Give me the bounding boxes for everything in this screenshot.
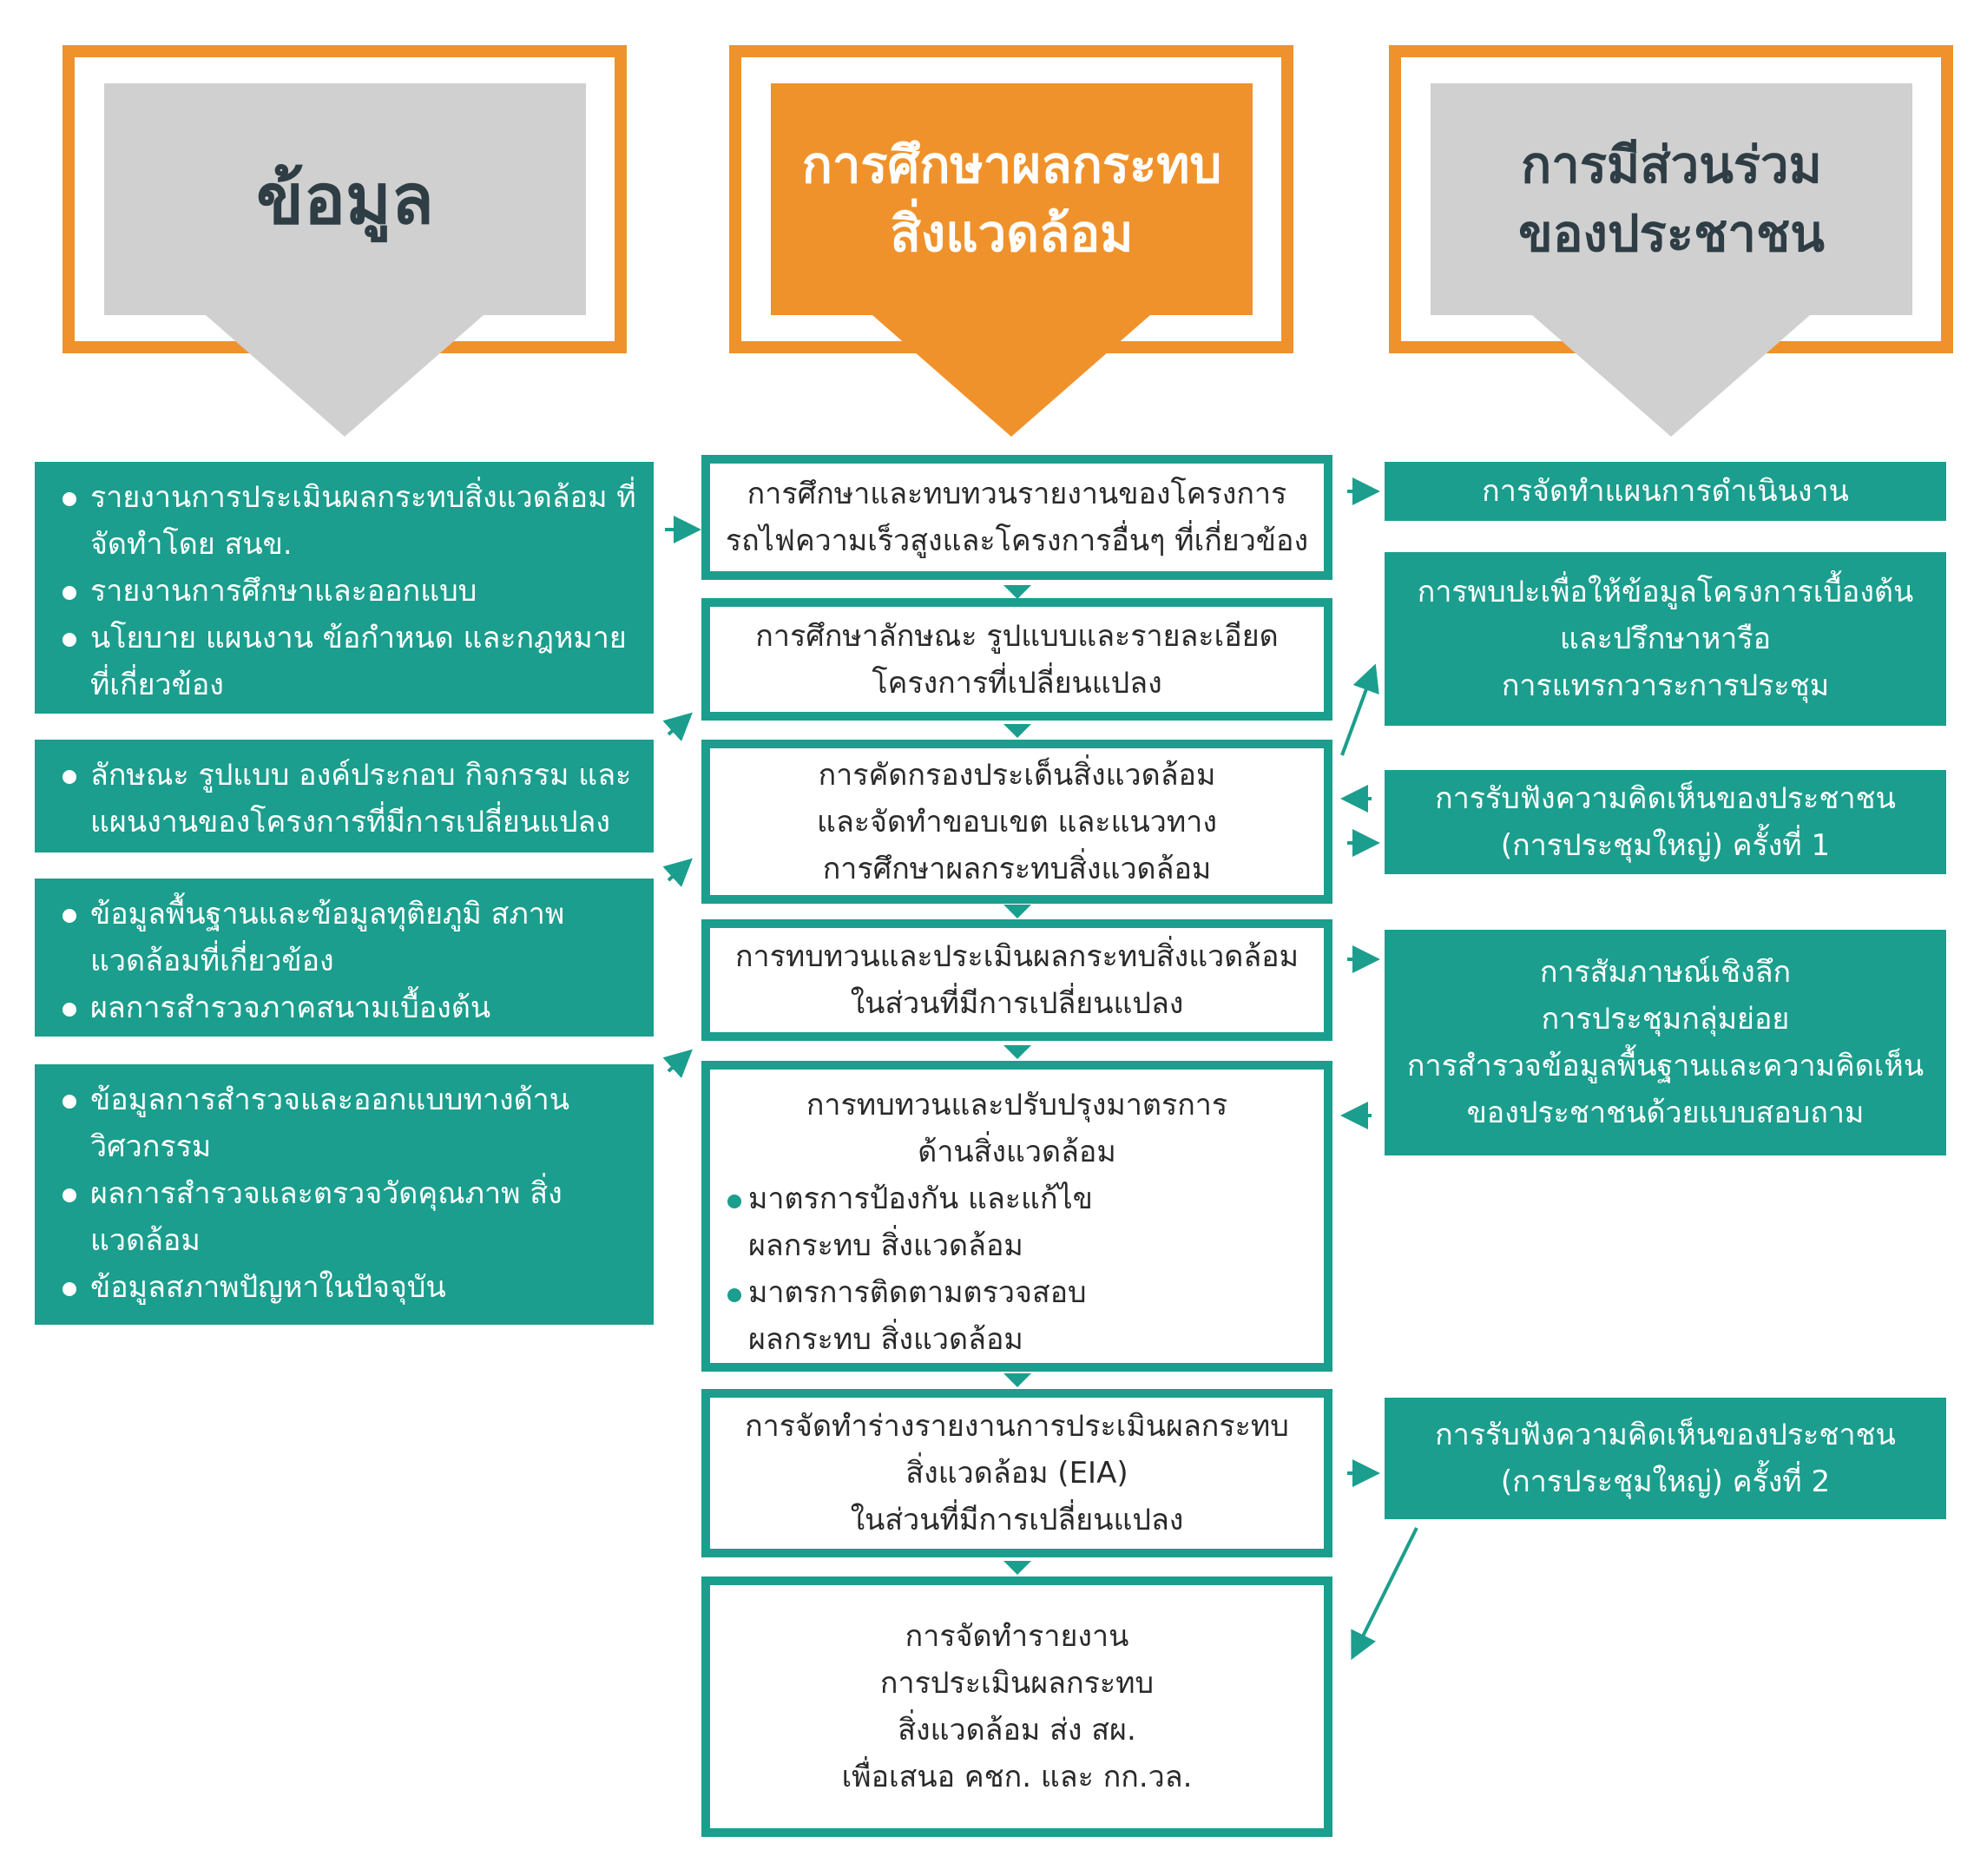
arrow-data-to-process (662, 712, 693, 741)
step-down-arrow (1003, 1561, 1031, 1575)
list-item: ข้อมูลการสำรวจและออกแบบทางด้าน วิศวกรรม (59, 1076, 636, 1170)
process-step-6: การจัดทำร่างรายงานการประเมินผลกระทบ สิ่ง… (701, 1389, 1332, 1557)
data-box-3: ข้อมูลพื้นฐานและข้อมูลทุติยภูมิ สภาพแวดล… (35, 879, 654, 1037)
participation-box-3: การรับฟังความคิดเห็นของประชาชน (การประชุ… (1385, 770, 1946, 874)
header-participation-pointer (1532, 315, 1810, 437)
header-participation-line2: ของประชาชน (1518, 203, 1825, 263)
list-item: ผลการสำรวจภาคสนามเบื้องต้น (59, 984, 636, 1031)
arrow-process-to-participation (1340, 663, 1379, 756)
step-down-arrow (1003, 1373, 1031, 1387)
list-item: นโยบาย แผนงาน ข้อกำหนด และกฎหมาย ที่เกี่… (59, 615, 636, 708)
header-data-pointer (206, 315, 484, 437)
process-text: ในส่วนที่มีการเปลี่ยนแปลง (850, 986, 1184, 1021)
process-text: การประเมินผลกระทบ (879, 1666, 1155, 1701)
step-down-arrow (1003, 585, 1031, 599)
participation-text: การรับฟังความคิดเห็นของประชาชน (1435, 781, 1896, 816)
participation-text: (การประชุมใหญ่) ครั้งที่ 1 (1500, 828, 1831, 863)
participation-text: การสำรวจข้อมูลพื้นฐานและความคิดเห็น (1406, 1049, 1924, 1083)
process-text: สิ่งแวดล้อม ส่ง สผ. (898, 1713, 1136, 1748)
header-eia-line1: การศึกษาผลกระทบ (801, 135, 1222, 195)
list-item: ผลการสำรวจและตรวจวัดคุณภาพ สิ่งแวดล้อม (59, 1170, 636, 1264)
participation-text: (การประชุมใหญ่) ครั้งที่ 2 (1500, 1465, 1831, 1499)
step-down-arrow (1003, 905, 1031, 918)
process-text: โครงการที่เปลี่ยนแปลง (872, 665, 1162, 701)
header-data: ข้อมูล (104, 83, 586, 315)
header-data-title: ข้อมูล (256, 158, 434, 240)
header-participation-line1: การมีส่วนร่วม (1521, 135, 1822, 195)
step-down-arrow (1003, 724, 1031, 738)
header-participation: การมีส่วนร่วม ของประชาชน (1431, 83, 1912, 315)
participation-text: การแทรกวาระการประชุม (1501, 668, 1830, 703)
participation-text: การพบปะเพื่อให้ข้อมูลโครงการเบื้องต้น (1417, 575, 1914, 609)
participation-box-5: การรับฟังความคิดเห็นของประชาชน (การประชุ… (1385, 1398, 1946, 1519)
process-text: การจัดทำรายงาน (905, 1619, 1129, 1654)
process-step-2: การศึกษาลักษณะ รูปแบบและรายละเอียด โครงก… (701, 598, 1332, 721)
participation-text: การสัมภาษณ์เชิงลึก (1539, 955, 1792, 990)
process-text: รถไฟความเร็วสูงและโครงการอื่นๆ ที่เกี่ยว… (725, 523, 1309, 558)
participation-text: และปรึกษาหารือ (1559, 622, 1772, 656)
process-text: การคัดกรองประเด็นสิ่งแวดล้อม (818, 757, 1216, 793)
list-item: ข้อมูลพื้นฐานและข้อมูลทุติยภูมิ สภาพแวดล… (59, 891, 636, 984)
process-text: สิ่งแวดล้อม (EIA) (905, 1456, 1128, 1491)
participation-box-2: การพบปะเพื่อให้ข้อมูลโครงการเบื้องต้น แล… (1385, 552, 1946, 726)
participation-box-4: การสัมภาษณ์เชิงลึก การประชุมกลุ่มย่อย กา… (1385, 930, 1946, 1155)
process-step-4: การทบทวนและประเมินผลกระทบสิ่งแวดล้อม ในส… (701, 919, 1332, 1041)
participation-box-1: การจัดทำแผนการดำเนินงาน (1385, 462, 1946, 521)
arrow-data-to-process (662, 858, 693, 887)
list-item: รายงานการศึกษาและออกแบบ (59, 568, 636, 615)
participation-text: ของประชาชนด้วยแบบสอบถาม (1466, 1096, 1865, 1130)
process-step-5: การทบทวนและปรับปรุงมาตรการ ด้านสิ่งแวดล้… (701, 1061, 1332, 1372)
data-box-1: รายงานการประเมินผลกระทบสิ่งแวดล้อม ที่จั… (35, 462, 654, 714)
participation-text: การจัดทำแผนการดำเนินงาน (1482, 474, 1849, 509)
step-down-arrow (1003, 1045, 1031, 1059)
arrow-data-to-process (662, 1049, 693, 1078)
process-text: การทบทวนและประเมินผลกระทบสิ่งแวดล้อม (734, 939, 1299, 974)
header-eia-line2: สิ่งแวดล้อม (890, 203, 1134, 263)
process-bullet: มาตรการติดตามตรวจสอบผลกระทบ สิ่งแวดล้อม (710, 1269, 1130, 1363)
process-text: การจัดทำร่างรายงานการประเมินผลกระทบ (745, 1409, 1289, 1444)
list-item: ข้อมูลสภาพปัญหาในปัจจุบัน (59, 1264, 636, 1311)
list-item: ลักษณะ รูปแบบ องค์ประกอบ กิจกรรม และ แผน… (59, 752, 636, 846)
data-box-4: ข้อมูลการสำรวจและออกแบบทางด้าน วิศวกรรม … (35, 1064, 654, 1325)
header-eia: การศึกษาผลกระทบ สิ่งแวดล้อม (771, 83, 1253, 315)
process-text: การศึกษาผลกระทบสิ่งแวดล้อม (822, 851, 1212, 886)
process-text: ด้านสิ่งแวดล้อม (918, 1135, 1116, 1169)
process-text: และจัดทำขอบเขต และแนวทาง (817, 804, 1217, 839)
list-item: รายงานการประเมินผลกระทบสิ่งแวดล้อม ที่จั… (59, 474, 636, 568)
process-text: การศึกษาลักษณะ รูปแบบและรายละเอียด (755, 618, 1279, 654)
process-step-1: การศึกษาและทบทวนรายงานของโครงการ รถไฟควา… (701, 455, 1332, 580)
process-bullet: มาตรการป้องกัน และแก้ไขผลกระทบ สิ่งแวดล้… (710, 1175, 1130, 1269)
process-text: ในส่วนที่มีการเปลี่ยนแปลง (850, 1503, 1184, 1537)
participation-text: การรับฟังความคิดเห็นของประชาชน (1435, 1418, 1896, 1452)
header-eia-pointer (872, 315, 1150, 437)
arrow-participation-to-process (1351, 1527, 1418, 1661)
process-text: การศึกษาและทบทวนรายงานของโครงการ (747, 477, 1287, 511)
process-step-7: การจัดทำรายงาน การประเมินผลกระทบ สิ่งแวด… (701, 1576, 1332, 1837)
process-text: เพื่อเสนอ คชก. และ กก.วล. (841, 1760, 1193, 1794)
data-box-2: ลักษณะ รูปแบบ องค์ประกอบ กิจกรรม และ แผน… (35, 740, 654, 852)
participation-text: การประชุมกลุ่มย่อย (1541, 1002, 1790, 1037)
process-text: การทบทวนและปรับปรุงมาตรการ (806, 1088, 1228, 1122)
process-step-3: การคัดกรองประเด็นสิ่งแวดล้อม และจัดทำขอบ… (701, 740, 1332, 904)
